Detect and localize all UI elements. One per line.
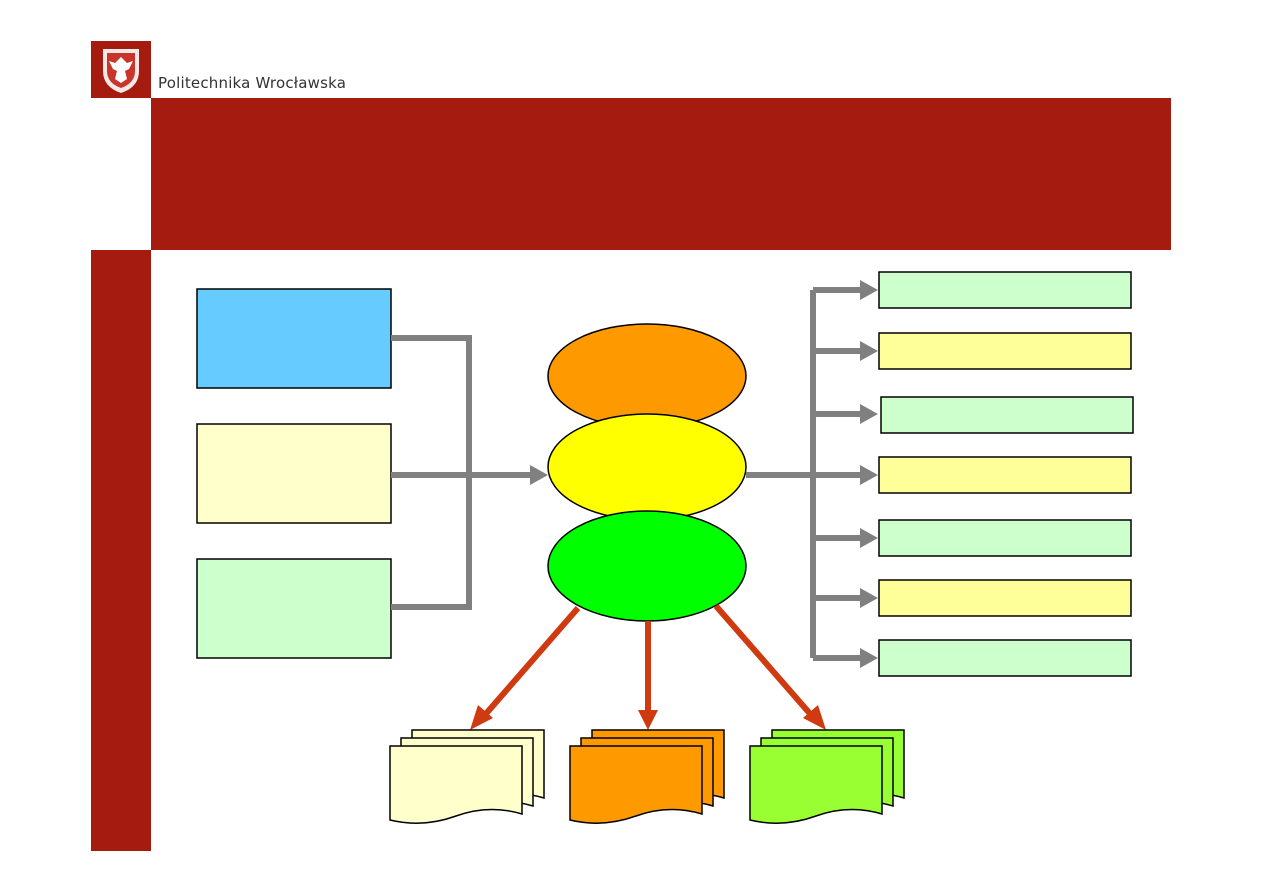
document-stack-1 [389, 729, 545, 824]
output-box-7 [878, 639, 1132, 677]
output-arrowheads [860, 280, 878, 668]
center-ellipse-orange [547, 323, 747, 429]
output-box-2 [878, 332, 1132, 370]
center-ellipse-green [547, 510, 747, 622]
document-stack-3 [749, 729, 905, 824]
institution-name: Politechnika Wrocławska [158, 74, 347, 92]
output-box-6 [878, 579, 1132, 617]
title-bar [151, 98, 1171, 250]
input-box-2 [196, 423, 392, 524]
document-arrows [481, 604, 815, 718]
side-bar [91, 250, 151, 851]
output-box-5 [878, 519, 1132, 557]
output-box-3 [880, 396, 1134, 434]
document-arrowheads [470, 705, 826, 730]
document-stack-2 [569, 729, 725, 824]
input-box-1 [196, 288, 392, 389]
output-connector [746, 287, 862, 661]
input-box-3 [196, 558, 392, 659]
center-ellipse-yellow [547, 413, 747, 521]
input-arrowhead [530, 465, 548, 485]
input-connector [391, 335, 532, 610]
university-logo-icon [91, 41, 151, 98]
output-box-4 [878, 456, 1132, 494]
output-box-1 [878, 271, 1132, 309]
